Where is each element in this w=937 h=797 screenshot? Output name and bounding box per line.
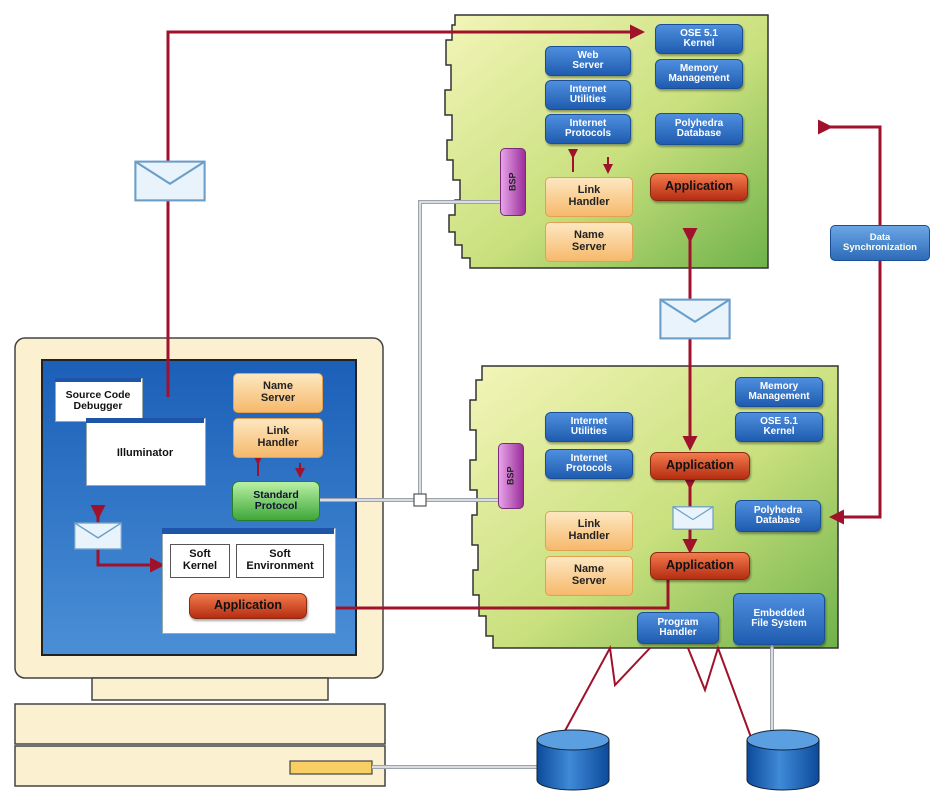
monitor-stand xyxy=(91,677,329,701)
disk-drive-slot xyxy=(289,760,373,775)
top-ose-kernel: OSE 5.1 Kernel xyxy=(655,24,743,54)
bottom-application-top: Application xyxy=(650,452,750,480)
bottom-bsp-label: BSP xyxy=(505,466,516,486)
bottom-polyhedra-database: Polyhedra Database xyxy=(735,500,821,532)
pc-link-handler: Link Handler xyxy=(233,418,323,458)
pc-name-server: Name Server xyxy=(233,373,323,413)
debugger-window-titlebar[interactable] xyxy=(55,378,141,382)
bottom-link-handler: Link Handler xyxy=(545,511,633,551)
storage-links xyxy=(559,644,753,741)
bottom-internet-utilities: Internet Utilities xyxy=(545,412,633,442)
top-web-server: Web Server xyxy=(545,46,631,76)
soft-environment-window-titlebar[interactable] xyxy=(162,528,334,534)
envelope-icon xyxy=(73,522,123,550)
envelope-icon xyxy=(134,160,206,202)
standard-protocol: Standard Protocol xyxy=(232,481,320,521)
bottom-ose-kernel: OSE 5.1 Kernel xyxy=(735,412,823,442)
bottom-embedded-file-system: Embedded File System xyxy=(733,593,825,645)
top-internet-protocols: Internet Protocols xyxy=(545,114,631,144)
top-polyhedra-database: Polyhedra Database xyxy=(655,113,743,145)
bottom-name-server: Name Server xyxy=(545,556,633,596)
bottom-bsp: BSP xyxy=(498,443,524,509)
network-junction xyxy=(413,493,427,507)
soft-environment: Soft Environment xyxy=(236,544,324,578)
top-bsp: BSP xyxy=(500,148,526,216)
computer-chassis-top xyxy=(14,703,386,745)
message-arrows xyxy=(90,24,882,616)
envelope-icon xyxy=(672,506,714,530)
bottom-memory-management: Memory Management xyxy=(735,377,823,407)
database-cylinder-icon xyxy=(536,729,610,791)
illuminator-window[interactable] xyxy=(86,418,206,486)
top-application: Application xyxy=(650,173,748,201)
bottom-internet-protocols: Internet Protocols xyxy=(545,449,633,479)
top-internet-utilities: Internet Utilities xyxy=(545,80,631,110)
data-synchronization: Data Synchronization xyxy=(830,225,930,261)
source-code-debugger-label: Source Code Debugger xyxy=(65,388,131,412)
illuminator-window-titlebar[interactable] xyxy=(86,418,204,423)
illuminator-label: Illuminator xyxy=(116,446,174,459)
pc-application: Application xyxy=(189,593,307,619)
database-cylinder-icon xyxy=(746,729,820,791)
top-name-server: Name Server xyxy=(545,222,633,262)
bottom-program-handler: Program Handler xyxy=(637,612,719,644)
bottom-application-bottom: Application xyxy=(650,552,750,580)
soft-kernel: Soft Kernel xyxy=(170,544,230,578)
top-link-handler: Link Handler xyxy=(545,177,633,217)
top-memory-management: Memory Management xyxy=(655,59,743,89)
debugger-window[interactable] xyxy=(55,378,143,422)
envelope-icon xyxy=(659,298,731,340)
top-bsp-label: BSP xyxy=(507,172,518,192)
